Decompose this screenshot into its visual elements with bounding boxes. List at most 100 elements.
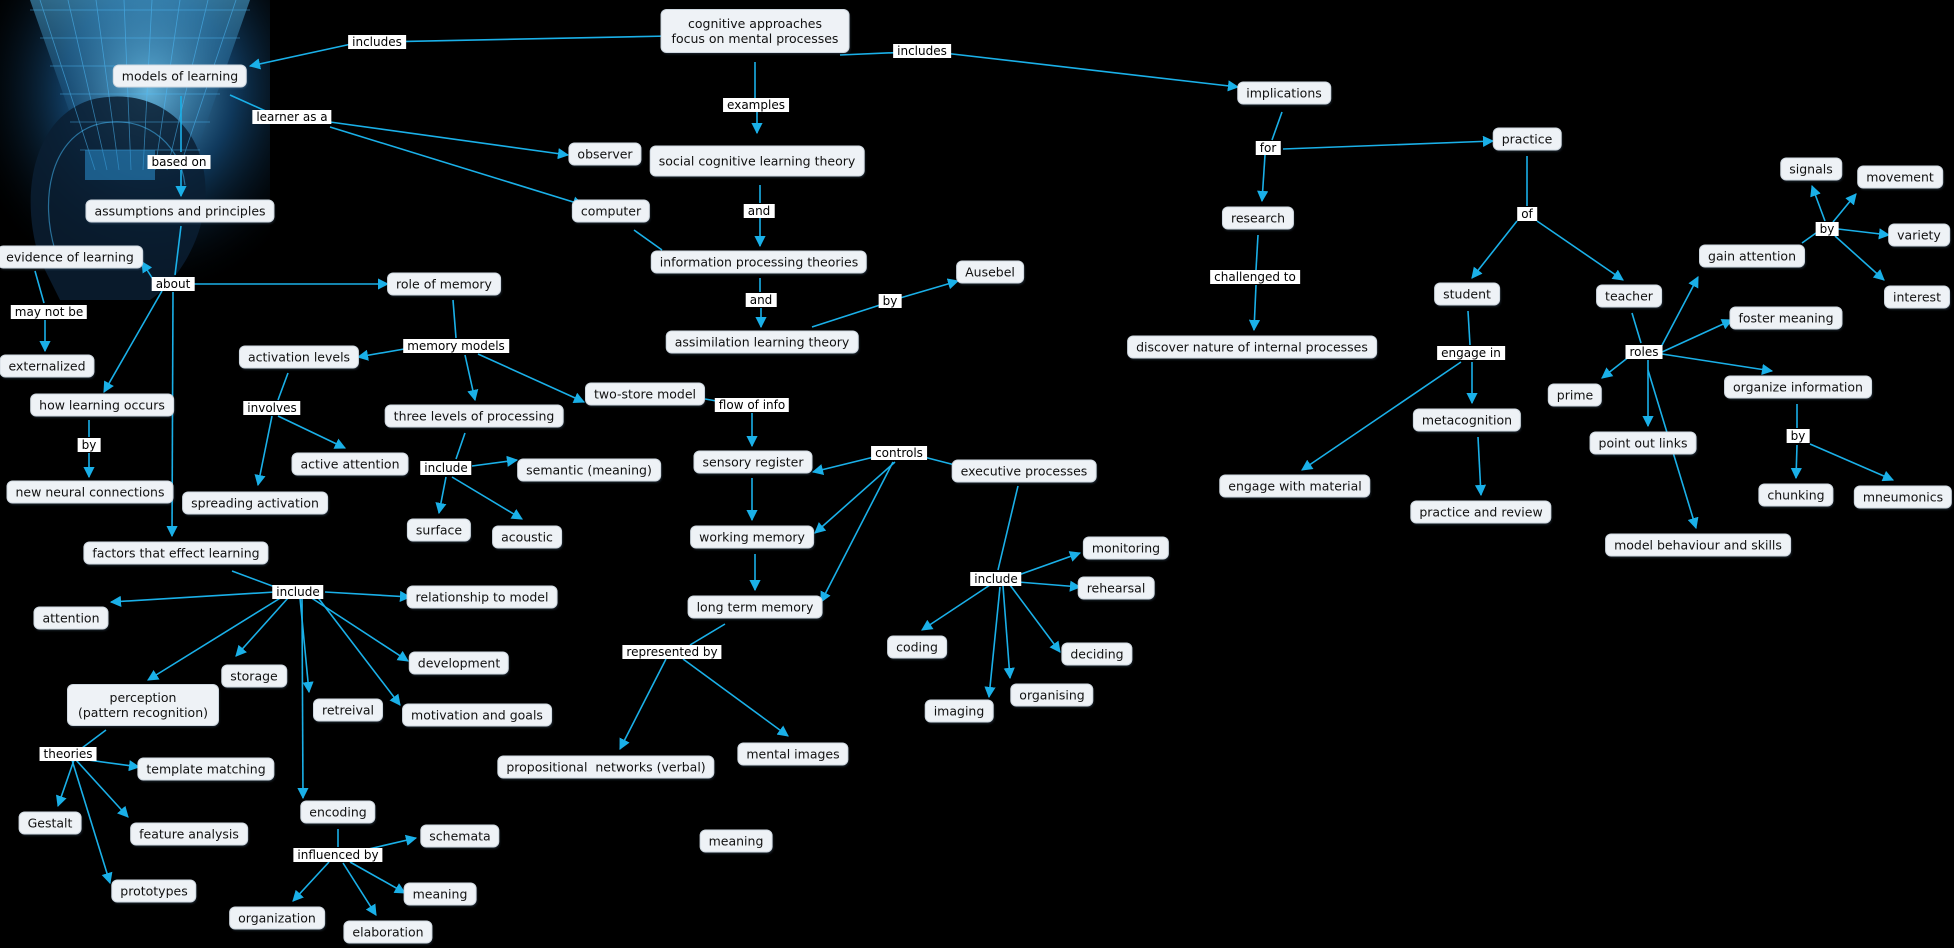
connector-line [934, 51, 1240, 92]
concept-two-store-model[interactable]: two-store model [585, 383, 705, 405]
concept-storage[interactable]: storage [222, 665, 286, 687]
link-involves: involves [243, 401, 301, 415]
concept-signals[interactable]: signals [1781, 158, 1841, 180]
concept-rehearsal[interactable]: rehearsal [1078, 577, 1154, 599]
concept-template-matching[interactable]: template matching [138, 758, 274, 780]
concept-attention[interactable]: attention [34, 607, 108, 629]
concept-prime[interactable]: prime [1548, 384, 1602, 406]
concept-activation-levels[interactable]: activation levels [239, 346, 359, 368]
connector-line [1659, 276, 1699, 350]
concept-how-learning-occurs[interactable]: how learning occurs [31, 394, 173, 416]
concept-active-attention[interactable]: active attention [292, 453, 408, 475]
concept-foster-meaning[interactable]: foster meaning [1730, 307, 1842, 329]
link-of: of [1517, 207, 1537, 221]
concept-semantic-meaning[interactable]: semantic (meaning) [518, 459, 660, 481]
connector-line [147, 596, 283, 681]
concept-organising[interactable]: organising [1011, 684, 1093, 706]
concept-schemata[interactable]: schemata [421, 825, 499, 847]
concept-assumptions-and-principles[interactable]: assumptions and principles [86, 200, 274, 222]
concept-mental-images[interactable]: mental images [738, 743, 848, 765]
concept-monitoring[interactable]: monitoring [1083, 537, 1169, 559]
concept-models-of-learning[interactable]: models of learning [113, 65, 247, 87]
concept-organization[interactable]: organization [230, 907, 324, 929]
concept-social-cognitive-learning-theory[interactable]: social cognitive learning theory [650, 146, 864, 176]
connector-line [1661, 319, 1734, 353]
concept-surface[interactable]: surface [407, 519, 471, 541]
concept-three-levels-of-processing[interactable]: three levels of processing [385, 405, 563, 427]
concept-prototypes[interactable]: prototypes [112, 880, 196, 902]
connector-line [324, 590, 412, 602]
concept-point-out-links[interactable]: point out links [1590, 432, 1696, 454]
concept-engage-with-material[interactable]: engage with material [1220, 475, 1370, 497]
concept-role-of-memory[interactable]: role of memory [388, 273, 500, 295]
concept-feature-analysis[interactable]: feature analysis [131, 823, 247, 845]
concept-executive-processes[interactable]: executive processes [952, 460, 1096, 482]
connector-line [811, 304, 881, 328]
link-engage-in: engage in [1437, 346, 1505, 360]
concept-encoding[interactable]: encoding [301, 801, 375, 823]
concept-practice-and-review[interactable]: practice and review [1411, 501, 1551, 523]
concept-retreival[interactable]: retreival [313, 699, 383, 721]
connector-line [81, 729, 107, 749]
concept-meaning-encoding[interactable]: meaning [404, 883, 476, 905]
concept-propositional-networks[interactable]: propositional networks (verbal) [498, 756, 714, 778]
concept-gestalt[interactable]: Gestalt [19, 812, 81, 834]
concept-research[interactable]: research [1222, 207, 1294, 229]
connector-line [292, 861, 330, 902]
connector-line [1301, 361, 1462, 471]
concept-long-term-memory[interactable]: long term memory [688, 596, 822, 618]
concept-chunking[interactable]: chunking [1759, 484, 1833, 506]
concept-deciding[interactable]: deciding [1062, 643, 1132, 665]
concept-gain-attention[interactable]: gain attention [1700, 245, 1804, 267]
concept-interest[interactable]: interest [1885, 286, 1949, 308]
connector-line [71, 759, 113, 885]
connector-line [1017, 580, 1082, 592]
concept-meaning-standalone[interactable]: meaning [700, 830, 772, 852]
link-for: for [1255, 141, 1281, 155]
concept-implications[interactable]: implications [1238, 82, 1330, 104]
connector-line [1790, 444, 1802, 480]
link-by-neural: by [77, 438, 101, 452]
concept-relationship-to-model[interactable]: relationship to model [407, 586, 557, 608]
concept-externalized[interactable]: externalized [0, 355, 94, 377]
concept-acoustic[interactable]: acoustic [493, 526, 561, 548]
link-flow-of-info: flow of info [714, 398, 790, 412]
concept-variety[interactable]: variety [1889, 224, 1949, 246]
connector-line [1601, 355, 1631, 379]
concept-student[interactable]: student [1435, 283, 1499, 305]
connector-line [1009, 584, 1061, 653]
concept-factors-that-effect-learning[interactable]: factors that effect learning [84, 542, 268, 564]
concept-root[interactable]: cognitive approaches focus on mental pro… [661, 10, 849, 52]
concept-information-processing-theories[interactable]: information processing theories [651, 251, 867, 273]
concept-ausebel[interactable]: Ausebel [957, 261, 1023, 283]
concept-perception-pattern-recognition[interactable]: perception (pattern recognition) [67, 685, 219, 725]
concept-working-memory[interactable]: working memory [691, 526, 813, 548]
concept-model-behaviour-and-skills[interactable]: model behaviour and skills [1606, 534, 1790, 556]
concept-movement[interactable]: movement [1858, 166, 1942, 188]
concept-development[interactable]: development [409, 652, 509, 674]
concept-organize-information[interactable]: organize information [1725, 376, 1871, 398]
concept-new-neural-connections[interactable]: new neural connections [7, 481, 173, 503]
concept-mneumonics[interactable]: mneumonics [1854, 486, 1952, 508]
connector-line [87, 759, 141, 772]
concept-imaging[interactable]: imaging [925, 700, 993, 722]
concept-elaboration[interactable]: elaboration [344, 921, 432, 943]
connector-line [984, 586, 1001, 699]
connector-line [56, 759, 75, 808]
connector-line [1810, 184, 1826, 222]
connector-line [689, 623, 726, 646]
connector-line [329, 126, 585, 208]
concept-discover-nature-of-internal-processes[interactable]: discover nature of internal processes [1128, 336, 1376, 358]
concept-observer[interactable]: observer [569, 143, 641, 165]
concept-practice[interactable]: practice [1493, 128, 1561, 150]
concept-coding[interactable]: coding [888, 636, 946, 658]
concept-teacher[interactable]: teacher [1597, 285, 1661, 307]
concept-assimilation-learning-theory[interactable]: assimilation learning theory [666, 331, 858, 353]
concept-metacognition[interactable]: metacognition [1413, 409, 1521, 431]
concept-evidence-of-learning[interactable]: evidence of learning [0, 246, 142, 268]
concept-spreading-activation[interactable]: spreading activation [183, 492, 327, 514]
concept-computer[interactable]: computer [572, 200, 650, 222]
concept-motivation-and-goals[interactable]: motivation and goals [403, 704, 551, 726]
concept-sensory-register[interactable]: sensory register [694, 451, 812, 473]
connector-line [174, 225, 182, 276]
